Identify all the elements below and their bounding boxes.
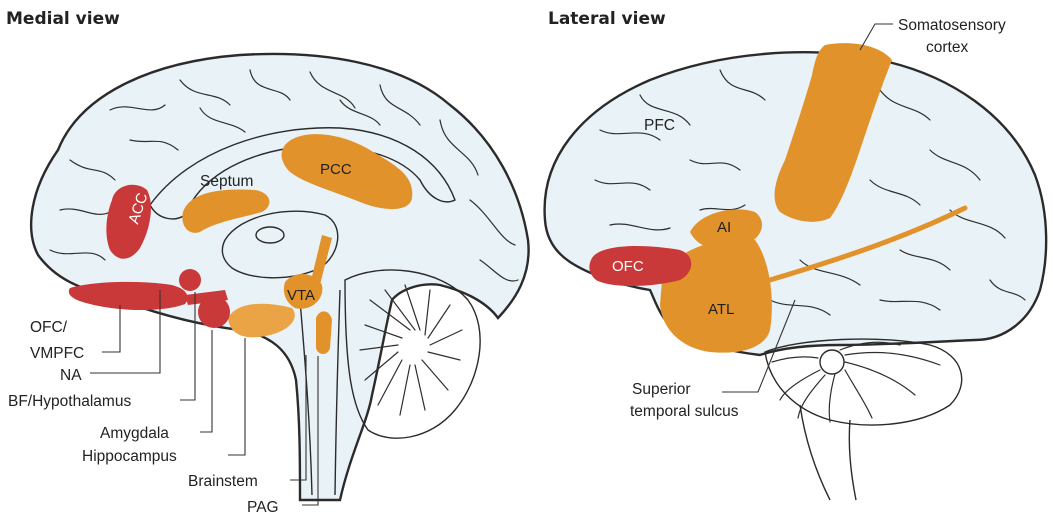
na-label: NA — [60, 367, 82, 384]
ai-label: AI — [717, 219, 731, 236]
ofc-vmpfc-label-line2: VMPFC — [30, 345, 84, 362]
pag-label: PAG — [247, 499, 279, 516]
pfc-label: PFC — [644, 117, 675, 134]
atl-label: ATL — [708, 301, 734, 318]
lateral-cerebellum — [765, 339, 962, 425]
sts-label-line2: temporal sulcus — [630, 403, 739, 420]
vta-label: VTA — [287, 287, 315, 304]
brainstem-label: Brainstem — [188, 473, 258, 490]
cerebellum-center — [820, 350, 844, 374]
lateral-view-title: Lateral view — [548, 9, 666, 29]
amygdala-label: Amygdala — [100, 425, 169, 442]
lateral-cerebellum-folia — [772, 342, 940, 422]
pcc-label: PCC — [320, 161, 352, 178]
medial-view-title: Medial view — [6, 9, 120, 29]
ofc-vmpfc-label-line1: OFC/ — [30, 319, 68, 336]
septum-label: Septum — [200, 173, 253, 190]
somatosensory-label-line2: cortex — [926, 39, 968, 56]
somatosensory-label-line1: Somatosensory — [898, 17, 1006, 34]
pag-region — [316, 311, 332, 354]
amygdala-region — [198, 296, 230, 328]
lateral-ofc-label: OFC — [612, 258, 644, 275]
ofc-vmpfc-region — [69, 282, 188, 310]
na-region — [179, 269, 201, 291]
bf-hypothalamus-label: BF/Hypothalamus — [8, 393, 131, 410]
hippocampus-label: Hippocampus — [82, 448, 177, 465]
sts-label-line1: Superior — [632, 381, 691, 398]
